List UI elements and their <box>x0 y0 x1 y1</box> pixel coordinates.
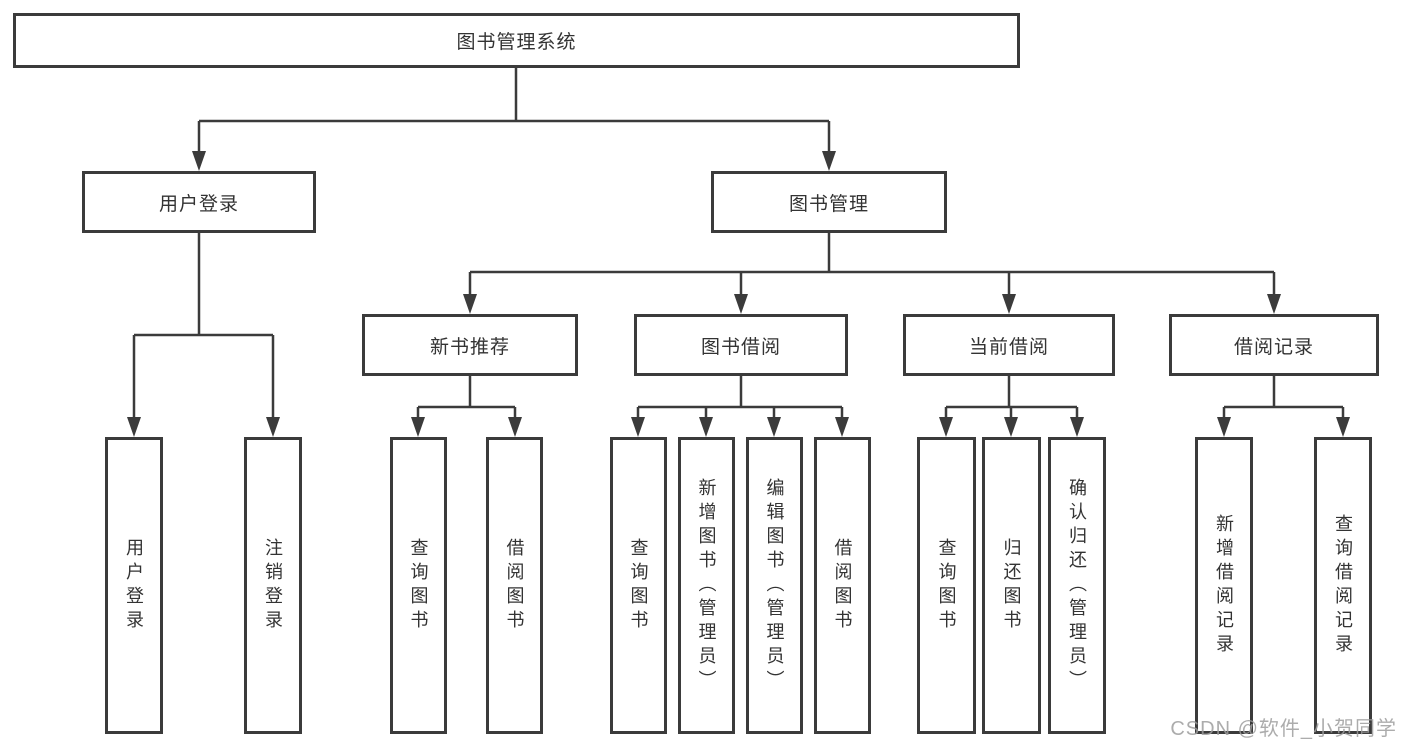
node-label: 查询图书 <box>936 537 957 634</box>
node-book-management: 图书管理 <box>711 171 947 233</box>
connector-newbook-to-leaves <box>416 376 517 420</box>
node-label: 编辑图书（管理员） <box>764 477 785 694</box>
connector-borrow-to-leaves <box>636 376 844 420</box>
node-label: 新增借阅记录 <box>1214 513 1234 658</box>
node-label: 图书借阅 <box>700 336 781 358</box>
leaf-return-books: 归还图书 <box>982 437 1041 734</box>
node-label: 归还图书 <box>1001 537 1022 634</box>
leaf-query-books-3: 查询图书 <box>917 437 976 734</box>
node-current-borrowing: 当前借阅 <box>903 314 1115 376</box>
leaf-query-books-1: 查询图书 <box>390 437 447 734</box>
node-label: 用户登录 <box>158 193 239 215</box>
leaf-edit-books-admin: 编辑图书（管理员） <box>746 437 803 734</box>
connector-current-to-leaves <box>944 376 1079 420</box>
leaf-logout: 注销登录 <box>244 437 302 734</box>
node-library-management-system: 图书管理系统 <box>13 13 1020 68</box>
node-label: 图书管理 <box>788 193 869 215</box>
node-borrowing-records: 借阅记录 <box>1169 314 1379 376</box>
leaf-add-borrow-record: 新增借阅记录 <box>1195 437 1253 734</box>
leaf-borrow-books-1: 借阅图书 <box>486 437 543 734</box>
node-label: 借阅图书 <box>832 537 853 634</box>
connector-records-to-leaves <box>1222 376 1345 420</box>
leaf-borrow-books-2: 借阅图书 <box>814 437 871 734</box>
node-label: 新增图书（管理员） <box>696 477 717 694</box>
leaf-query-books-2: 查询图书 <box>610 437 667 734</box>
arrowheads <box>127 151 1350 437</box>
node-label: 注销登录 <box>263 537 283 634</box>
node-label: 借阅图书 <box>504 537 525 634</box>
node-label: 查询借阅记录 <box>1333 513 1353 658</box>
connector-bookmgmt-to-level3 <box>468 233 1276 297</box>
node-label: 用户登录 <box>124 537 144 634</box>
node-user-login: 用户登录 <box>82 171 316 233</box>
node-label: 图书管理系统 <box>456 32 577 53</box>
node-label: 借阅记录 <box>1233 336 1314 358</box>
leaf-confirm-return-admin: 确认归还（管理员） <box>1048 437 1106 734</box>
node-label: 新书推荐 <box>429 336 510 358</box>
node-label: 当前借阅 <box>968 336 1049 358</box>
leaf-add-books-admin: 新增图书（管理员） <box>678 437 735 734</box>
node-label: 查询图书 <box>408 537 429 634</box>
connector-userlogin-to-leaves <box>132 233 275 420</box>
node-label: 确认归还（管理员） <box>1067 477 1087 694</box>
node-new-book-recommendation: 新书推荐 <box>362 314 578 376</box>
leaf-user-login: 用户登录 <box>105 437 163 734</box>
node-label: 查询图书 <box>628 537 649 634</box>
node-book-borrowing: 图书借阅 <box>634 314 848 376</box>
leaf-query-borrow-record: 查询借阅记录 <box>1314 437 1372 734</box>
connector-root-to-level2 <box>197 68 831 155</box>
